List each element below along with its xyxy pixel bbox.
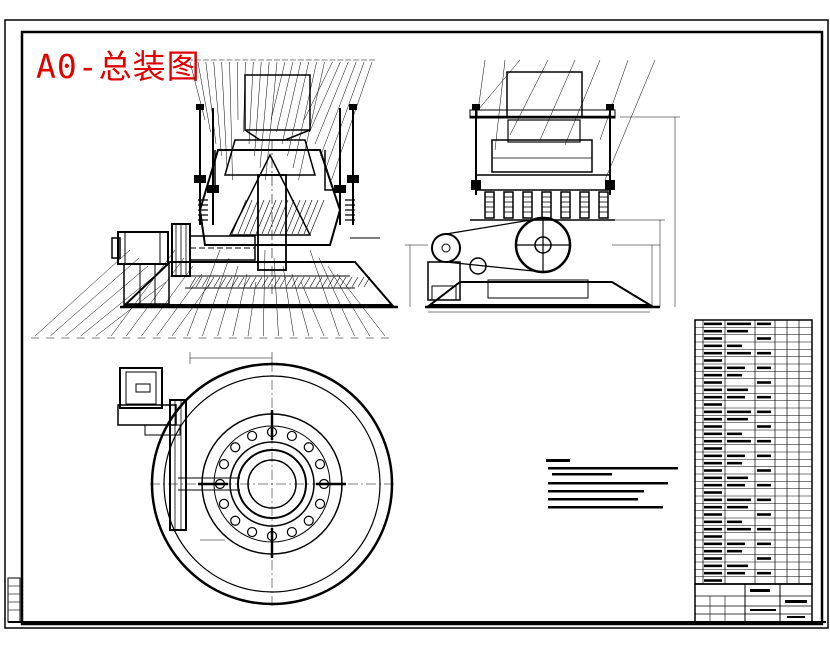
- front-bottom-leaders: [31, 249, 389, 339]
- leader-line: [141, 265, 194, 337]
- leader-line: [34, 249, 131, 337]
- bom-table: [694, 319, 813, 585]
- bolt-hole: [303, 515, 314, 526]
- leader-line: [197, 61, 211, 133]
- leader-line: [287, 61, 309, 157]
- leader-line: [327, 265, 370, 337]
- spring: [598, 191, 609, 219]
- leader-line: [276, 61, 294, 133]
- leader-line: [265, 61, 278, 181]
- bolt-hole: [218, 498, 230, 509]
- leader-line: [232, 273, 248, 337]
- front-top-leaders: [187, 59, 375, 181]
- binding-strip: [7, 577, 21, 623]
- leader-line: [259, 61, 270, 169]
- leader-line: [336, 273, 386, 337]
- title-block: [694, 583, 813, 623]
- leader-line: [205, 61, 217, 145]
- leader-line: [247, 281, 257, 337]
- front-section-view: [111, 74, 398, 309]
- side-view: [405, 71, 680, 313]
- leader-line: [273, 257, 279, 337]
- bolt-hole: [247, 526, 258, 538]
- outer-frame: [4, 19, 829, 629]
- leader-line: [475, 59, 486, 126]
- leader-line: [217, 265, 239, 337]
- leader-line: [229, 61, 233, 181]
- leader-line: [263, 249, 266, 337]
- spring: [541, 191, 552, 219]
- drawing-title: A0-总装图: [36, 47, 201, 86]
- leader-line: [291, 273, 310, 337]
- leader-line: [213, 61, 222, 157]
- bolt-hole: [230, 515, 241, 526]
- spring: [503, 191, 514, 219]
- spring: [522, 191, 533, 219]
- leader-line: [318, 257, 355, 337]
- bolt-hole: [314, 459, 326, 470]
- bolt-hole: [286, 526, 297, 538]
- bolt-hole: [230, 442, 241, 453]
- spring: [484, 191, 495, 219]
- leader-line: [282, 265, 294, 337]
- leader-line: [126, 257, 185, 337]
- spring: [579, 191, 590, 219]
- leader-line: [80, 273, 158, 337]
- leader-line: [564, 59, 601, 146]
- leader-line: [221, 61, 228, 169]
- leader-line: [237, 61, 239, 121]
- top-view: [117, 352, 395, 606]
- leader-line: [303, 61, 333, 121]
- leader-line: [50, 257, 140, 337]
- inner-border: [20, 30, 824, 626]
- leader-line: [325, 61, 365, 169]
- bolt-hole: [303, 442, 314, 453]
- leader-line: [599, 59, 629, 141]
- leader-line: [314, 61, 349, 145]
- leader-line: [270, 61, 286, 121]
- leader-line: [110, 249, 176, 337]
- leader-line: [309, 249, 340, 337]
- spring: [560, 191, 571, 219]
- bolt-hole: [286, 430, 297, 442]
- leader-line: [186, 249, 221, 337]
- leader-line: [477, 59, 521, 111]
- technical-notes: [546, 459, 678, 509]
- leader-line: [254, 61, 262, 157]
- leader-line: [65, 265, 149, 337]
- leader-line: [202, 257, 230, 337]
- leader-line: [309, 61, 341, 133]
- leader-line: [331, 61, 373, 181]
- bolt-hole: [314, 498, 326, 509]
- side-top-leaders: [475, 59, 656, 181]
- leader-line: [494, 59, 506, 151]
- leader-line: [539, 59, 576, 141]
- leader-line: [292, 61, 317, 169]
- leader-line: [281, 61, 302, 145]
- leader-line: [300, 281, 325, 337]
- bolt-hole: [247, 430, 258, 442]
- leader-line: [604, 59, 656, 181]
- leader-line: [243, 61, 246, 133]
- leader-line: [189, 61, 206, 121]
- leader-line: [156, 273, 203, 337]
- leader-line: [298, 61, 325, 181]
- leader-line: [248, 61, 254, 145]
- bolt-hole: [218, 459, 230, 470]
- leader-line: [320, 61, 357, 157]
- leader-line: [509, 59, 549, 136]
